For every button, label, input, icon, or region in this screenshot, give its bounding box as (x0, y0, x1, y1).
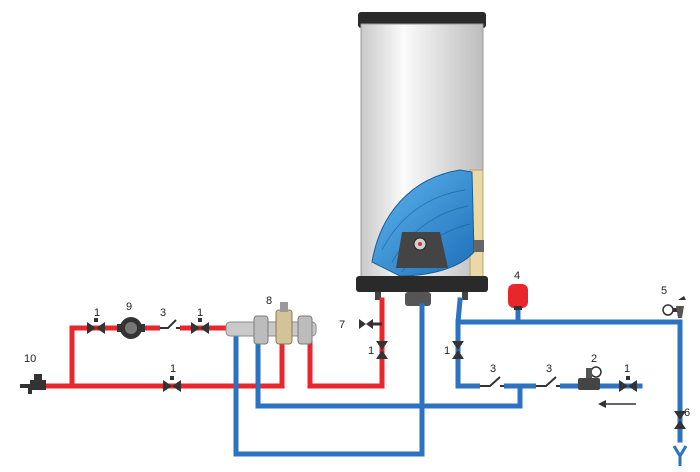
label-pump: 9 (126, 301, 132, 313)
ball-valve-icon (376, 341, 388, 359)
ball-valve-icon (163, 376, 181, 392)
faucet-icon (20, 374, 46, 394)
mixing-valve-icon (225, 302, 317, 345)
label-drain-valve: 7 (339, 319, 345, 331)
hot-pipe-top-loop (69, 325, 231, 389)
label-mixing-valve: 8 (266, 295, 272, 307)
label-valve-vertical-right: 6 (684, 407, 690, 419)
ball-valve-icon (619, 376, 637, 392)
label-check-valve-right: 3 (546, 363, 552, 375)
element-bracket (474, 240, 484, 252)
hot-water-pipes (39, 297, 385, 389)
component-labels: 1 9 3 1 8 10 1 7 1 1 4 5 3 3 2 1 6 (24, 270, 690, 419)
ball-valve-icon (87, 318, 105, 334)
tank-bottom-outlet (405, 292, 431, 306)
cold-pipe-outer-return (233, 303, 425, 457)
label-valve-top-right: 1 (197, 307, 203, 319)
cold-pipe-top-run (455, 319, 683, 443)
tank-foot-right (462, 292, 468, 300)
pressure-reducer-icon (578, 366, 602, 390)
hot-pipe-tank-outlet (307, 297, 385, 389)
label-check-valve-left: 3 (490, 363, 496, 375)
label-expansion-vessel: 4 (514, 270, 520, 282)
check-valve-icon (536, 376, 560, 389)
ball-valve-icon (674, 411, 686, 429)
heat-exchanger-cutaway (371, 169, 475, 277)
label-check-valve-top: 3 (160, 307, 166, 319)
hot-pipe-bottom-run (39, 333, 285, 389)
pump-icon (117, 317, 145, 339)
flow-arrow-icon (598, 400, 636, 408)
label-valve-bottom-red: 1 (170, 363, 176, 375)
label-valve-hot-outlet: 1 (368, 345, 374, 357)
check-valve-icon (160, 319, 180, 331)
label-safety-valve: 5 (661, 285, 667, 297)
safety-valve-icon (662, 296, 686, 318)
label-valve-supply: 1 (624, 363, 630, 375)
ball-valve-icon (452, 341, 464, 359)
expansion-vessel-icon (508, 284, 528, 310)
ball-valve-icon (191, 318, 209, 334)
drain-valve-icon (359, 319, 382, 329)
cold-pipe-mixer-feed (255, 335, 523, 409)
label-valve-cold-inlet: 1 (444, 345, 450, 357)
check-valve-icon (480, 376, 504, 389)
label-valve-top-left: 1 (94, 307, 100, 319)
tank-bottom-cap (356, 276, 488, 292)
tank-foot-left (375, 292, 381, 300)
label-faucet: 10 (24, 353, 36, 365)
drain-funnel-icon (672, 445, 688, 466)
label-pressure-reducer: 2 (591, 353, 597, 365)
storage-tank (356, 12, 488, 306)
